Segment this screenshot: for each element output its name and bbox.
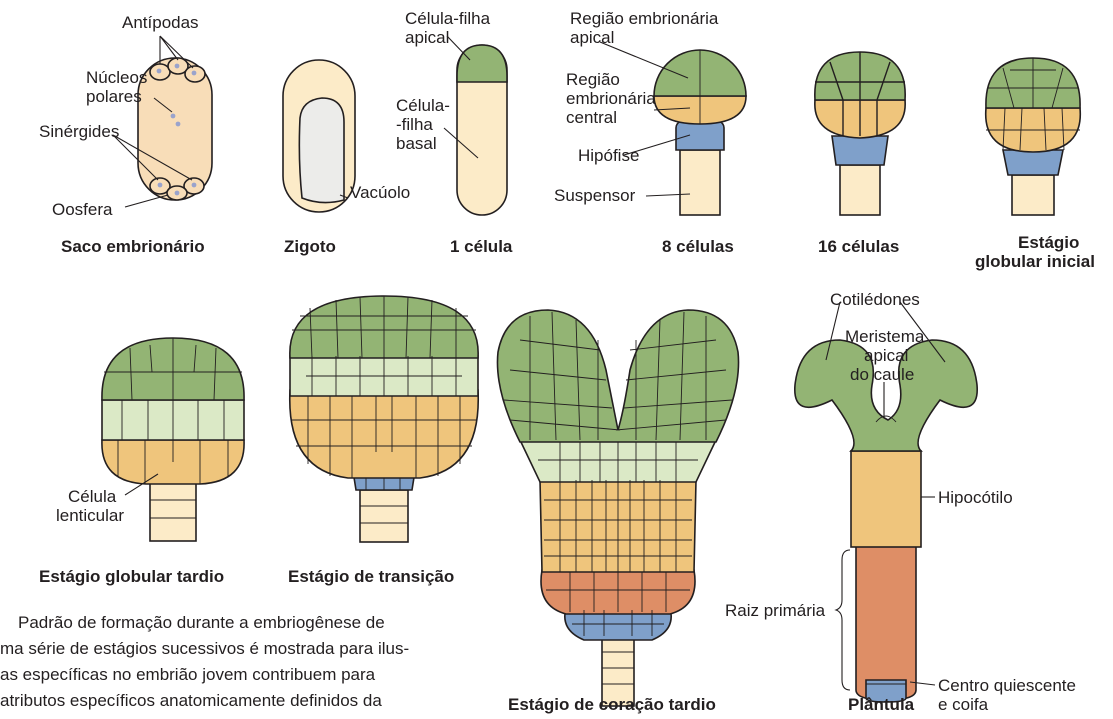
egg-nucleus	[175, 191, 180, 196]
oosfera-leader	[125, 195, 168, 207]
suspensor	[1012, 175, 1054, 215]
central-region	[290, 390, 478, 478]
stage-coracao-tardio: Estágio de coração tardio	[508, 695, 716, 714]
one-cell-embryo: Célula-filha apical Célula- -filha basal…	[396, 9, 513, 256]
stage-saco-embrionario: Saco embrionário	[61, 237, 205, 256]
label-hipofise: Hipófise	[578, 146, 639, 165]
embryo-sac: Antípodas Núcleos polares Sinérgides Oos…	[39, 13, 212, 256]
polar-nucleus	[176, 122, 181, 127]
label-raiz-primaria: Raiz primária	[725, 601, 826, 620]
label-centro-quiescente-1: Centro quiescente	[938, 676, 1076, 695]
label-cotiledones: Cotilédones	[830, 290, 920, 309]
label-nucleos-polares-2: polares	[86, 87, 142, 106]
label-celula-filha-basal-1: Célula-	[396, 96, 450, 115]
suspensor	[840, 165, 880, 215]
label-regiao-central-3: central	[566, 108, 617, 127]
apical-cell	[457, 45, 507, 82]
late-heart-embryo: Estágio de coração tardio	[497, 310, 738, 714]
stage-transicao: Estágio de transição	[288, 567, 454, 586]
sixteen-cell-embryo: 16 células	[815, 52, 905, 256]
label-celula-filha-basal-2: -filha	[396, 115, 433, 134]
stage-1-celula: 1 célula	[450, 237, 513, 256]
label-meristema-1: Meristema	[845, 327, 925, 346]
synergid-nucleus	[158, 183, 163, 188]
label-meristema-3: do caule	[850, 365, 914, 384]
primary-root	[856, 545, 916, 700]
antipodal-nucleus	[175, 64, 180, 69]
label-oosfera: Oosfera	[52, 200, 113, 219]
label-sinergides: Sinérgides	[39, 122, 119, 141]
synergid-nucleus	[192, 183, 197, 188]
label-regiao-central-1: Região	[566, 70, 620, 89]
label-celula-filha-apical-2: apical	[405, 28, 449, 47]
suspensor	[680, 150, 720, 215]
apical-leader	[447, 36, 470, 60]
stage-globular-inicial-1: Estágio	[1018, 233, 1079, 252]
stage-globular-inicial-2: globular inicial	[975, 252, 1095, 271]
label-hipocotilo: Hipocótilo	[938, 488, 1013, 507]
hypophysis	[832, 136, 888, 165]
stage-8-celulas: 8 células	[662, 237, 734, 256]
caption-line-3: as específicas no embrião jovem contribu…	[0, 665, 376, 684]
label-regiao-central-2: embrionária	[566, 89, 656, 108]
label-antipodas: Antípodas	[122, 13, 199, 32]
eight-cell-embryo: Região embrionária apical Região embrion…	[554, 9, 746, 256]
label-vacuolo: Vacúolo	[350, 183, 410, 202]
label-celula-lenticular-1: Célula	[68, 487, 117, 506]
suspensor	[360, 490, 408, 542]
stage-16-celulas: 16 células	[818, 237, 899, 256]
antipodal-nucleus	[157, 69, 162, 74]
stage-zigoto: Zigoto	[284, 237, 336, 256]
label-regiao-apical-2: apical	[570, 28, 614, 47]
label-celula-filha-apical-1: Célula-filha	[405, 9, 491, 28]
raiz-primaria-brace	[836, 550, 850, 690]
label-regiao-apical-1: Região embrionária	[570, 9, 719, 28]
label-centro-quiescente-2: e coifa	[938, 695, 989, 714]
stage-globular-tardio: Estágio globular tardio	[39, 567, 224, 586]
figure-caption: Padrão de formação durante a embriogênes…	[0, 613, 409, 710]
early-globular-embryo: Estágio globular inicial	[975, 58, 1095, 271]
caption-line-2: ma série de estágios sucessivos é mostra…	[0, 639, 409, 658]
caption-line-1: Padrão de formação durante a embriogênes…	[18, 613, 385, 632]
suspensor	[150, 483, 196, 541]
zygote: Vacúolo Zigoto	[283, 60, 410, 256]
caption-line-4: atributos específicos anatomicamente def…	[0, 691, 382, 710]
stage-plantula: Plântula	[848, 695, 915, 714]
hypophysis	[1003, 150, 1063, 175]
label-meristema-2: apical	[864, 346, 908, 365]
label-suspensor: Suspensor	[554, 186, 636, 205]
transition-embryo: Estágio de transição	[288, 296, 478, 586]
label-celula-lenticular-2: lenticular	[56, 506, 124, 525]
hypocotyl	[851, 451, 921, 547]
late-globular-embryo: Célula lenticular Estágio globular tardi…	[39, 338, 244, 586]
seedling: Cotilédones Meristema apical do caule Hi…	[725, 290, 1076, 714]
label-celula-filha-basal-3: basal	[396, 134, 437, 153]
polar-nucleus	[171, 114, 176, 119]
vacuole	[299, 98, 344, 203]
label-nucleos-polares-1: Núcleos	[86, 68, 147, 87]
antipodal-nucleus	[192, 71, 197, 76]
